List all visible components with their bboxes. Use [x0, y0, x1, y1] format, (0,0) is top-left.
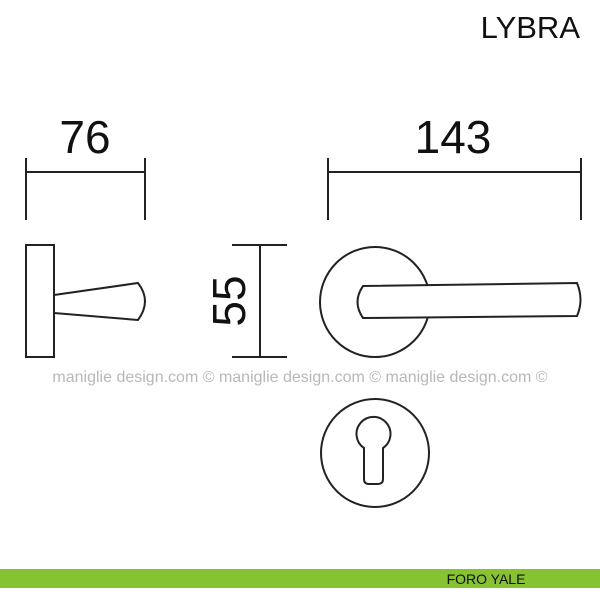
product-title: LYBRA: [481, 10, 581, 45]
key-rose-plate: [320, 398, 430, 508]
dimension-rose-label: 55: [203, 275, 255, 326]
dimension-length: 143: [327, 111, 582, 220]
side-view: [25, 244, 146, 358]
footer-label: FORO YALE: [447, 571, 526, 587]
side-rose: [25, 244, 55, 358]
footer-bar: [0, 569, 600, 588]
dimension-depth-label: 76: [59, 111, 110, 163]
key-rose: [320, 398, 430, 508]
dimension-depth: 76: [25, 111, 146, 220]
dimension-length-label: 143: [415, 111, 492, 163]
front-lever: [356, 281, 582, 320]
keyhole-icon: [355, 415, 392, 485]
side-lever: [53, 281, 146, 322]
front-view: [319, 246, 582, 358]
watermark: maniglie design.com © maniglie design.co…: [52, 369, 547, 386]
dimension-rose: 55: [203, 244, 287, 358]
